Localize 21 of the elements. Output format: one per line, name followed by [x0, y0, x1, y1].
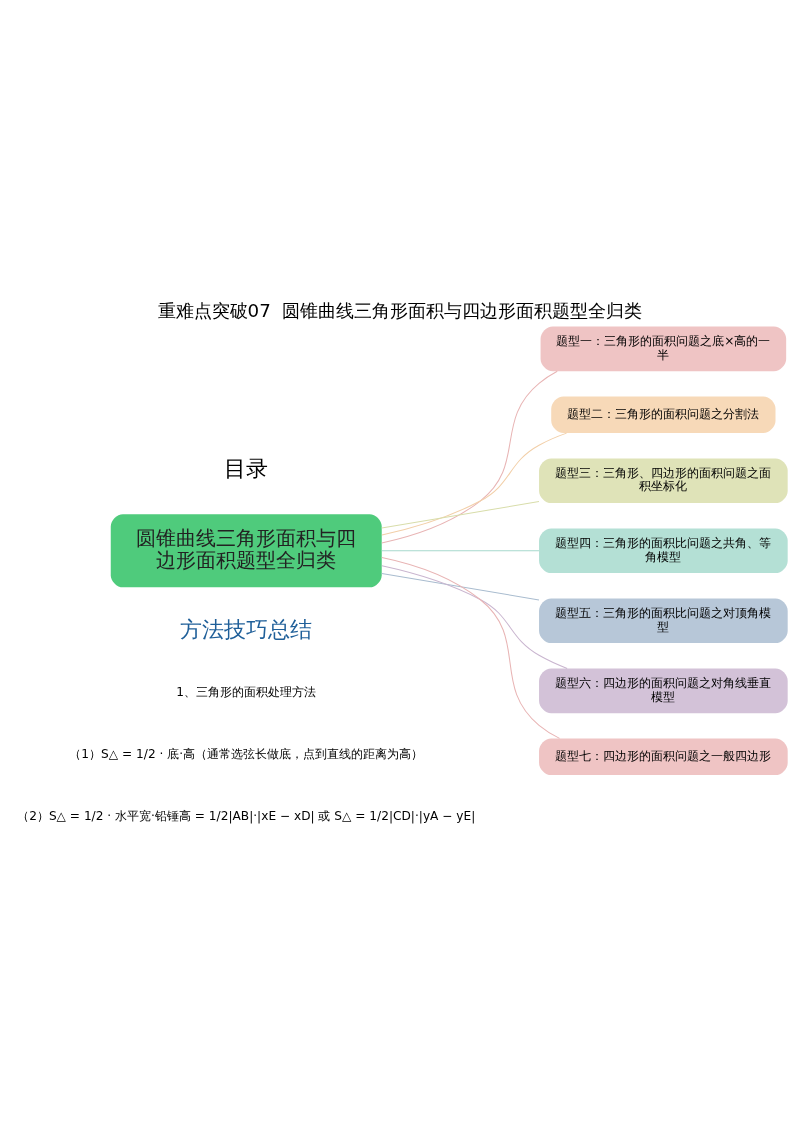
node-box: 题型四：三角形的面积比问题之共角、等角模型 [539, 527, 788, 573]
connector [381, 370, 558, 543]
node-box: 题型七：四边形的面积问题之一般四边形 [539, 738, 788, 775]
connector [381, 500, 540, 529]
connector [381, 564, 568, 669]
label: 方法技巧总结 [180, 615, 313, 642]
diagram-title: 重难点突破07 圆锥曲线三角形面积与四边形面积题型全归类 [157, 299, 643, 321]
node-box: 题型三：三角形、四边形的面积问题之面积坐标化 [539, 457, 788, 503]
node-box: 圆锥曲线三角形面积与四边形面积题型全归类 [110, 513, 382, 587]
connector [381, 572, 540, 600]
label: 1、三角形的面积处理方法 [176, 684, 317, 699]
connector [381, 556, 561, 739]
connector [381, 432, 568, 536]
node-box: 题型二：三角形的面积问题之分割法 [551, 396, 776, 433]
label: （1）S△ = 1/2 · 底·高（通常选弦长做底，点到直线的距离为高） [69, 746, 424, 761]
node-box: 题型五：三角形的面积比问题之对顶角模型 [539, 597, 788, 643]
label: 目录 [224, 454, 269, 481]
label: （2）S△ = 1/2 · 水平宽·铅锤高 = 1/2|AB|·|xE − xD| 或 S△ = 1/2|CD|·|yA − yE| [17, 808, 476, 823]
connector [381, 549, 540, 551]
node-box: 题型一：三角形的面积问题之底×高的一半 [540, 326, 787, 371]
node-box: 题型六：四边形的面积问题之对角线垂直模型 [539, 668, 788, 713]
